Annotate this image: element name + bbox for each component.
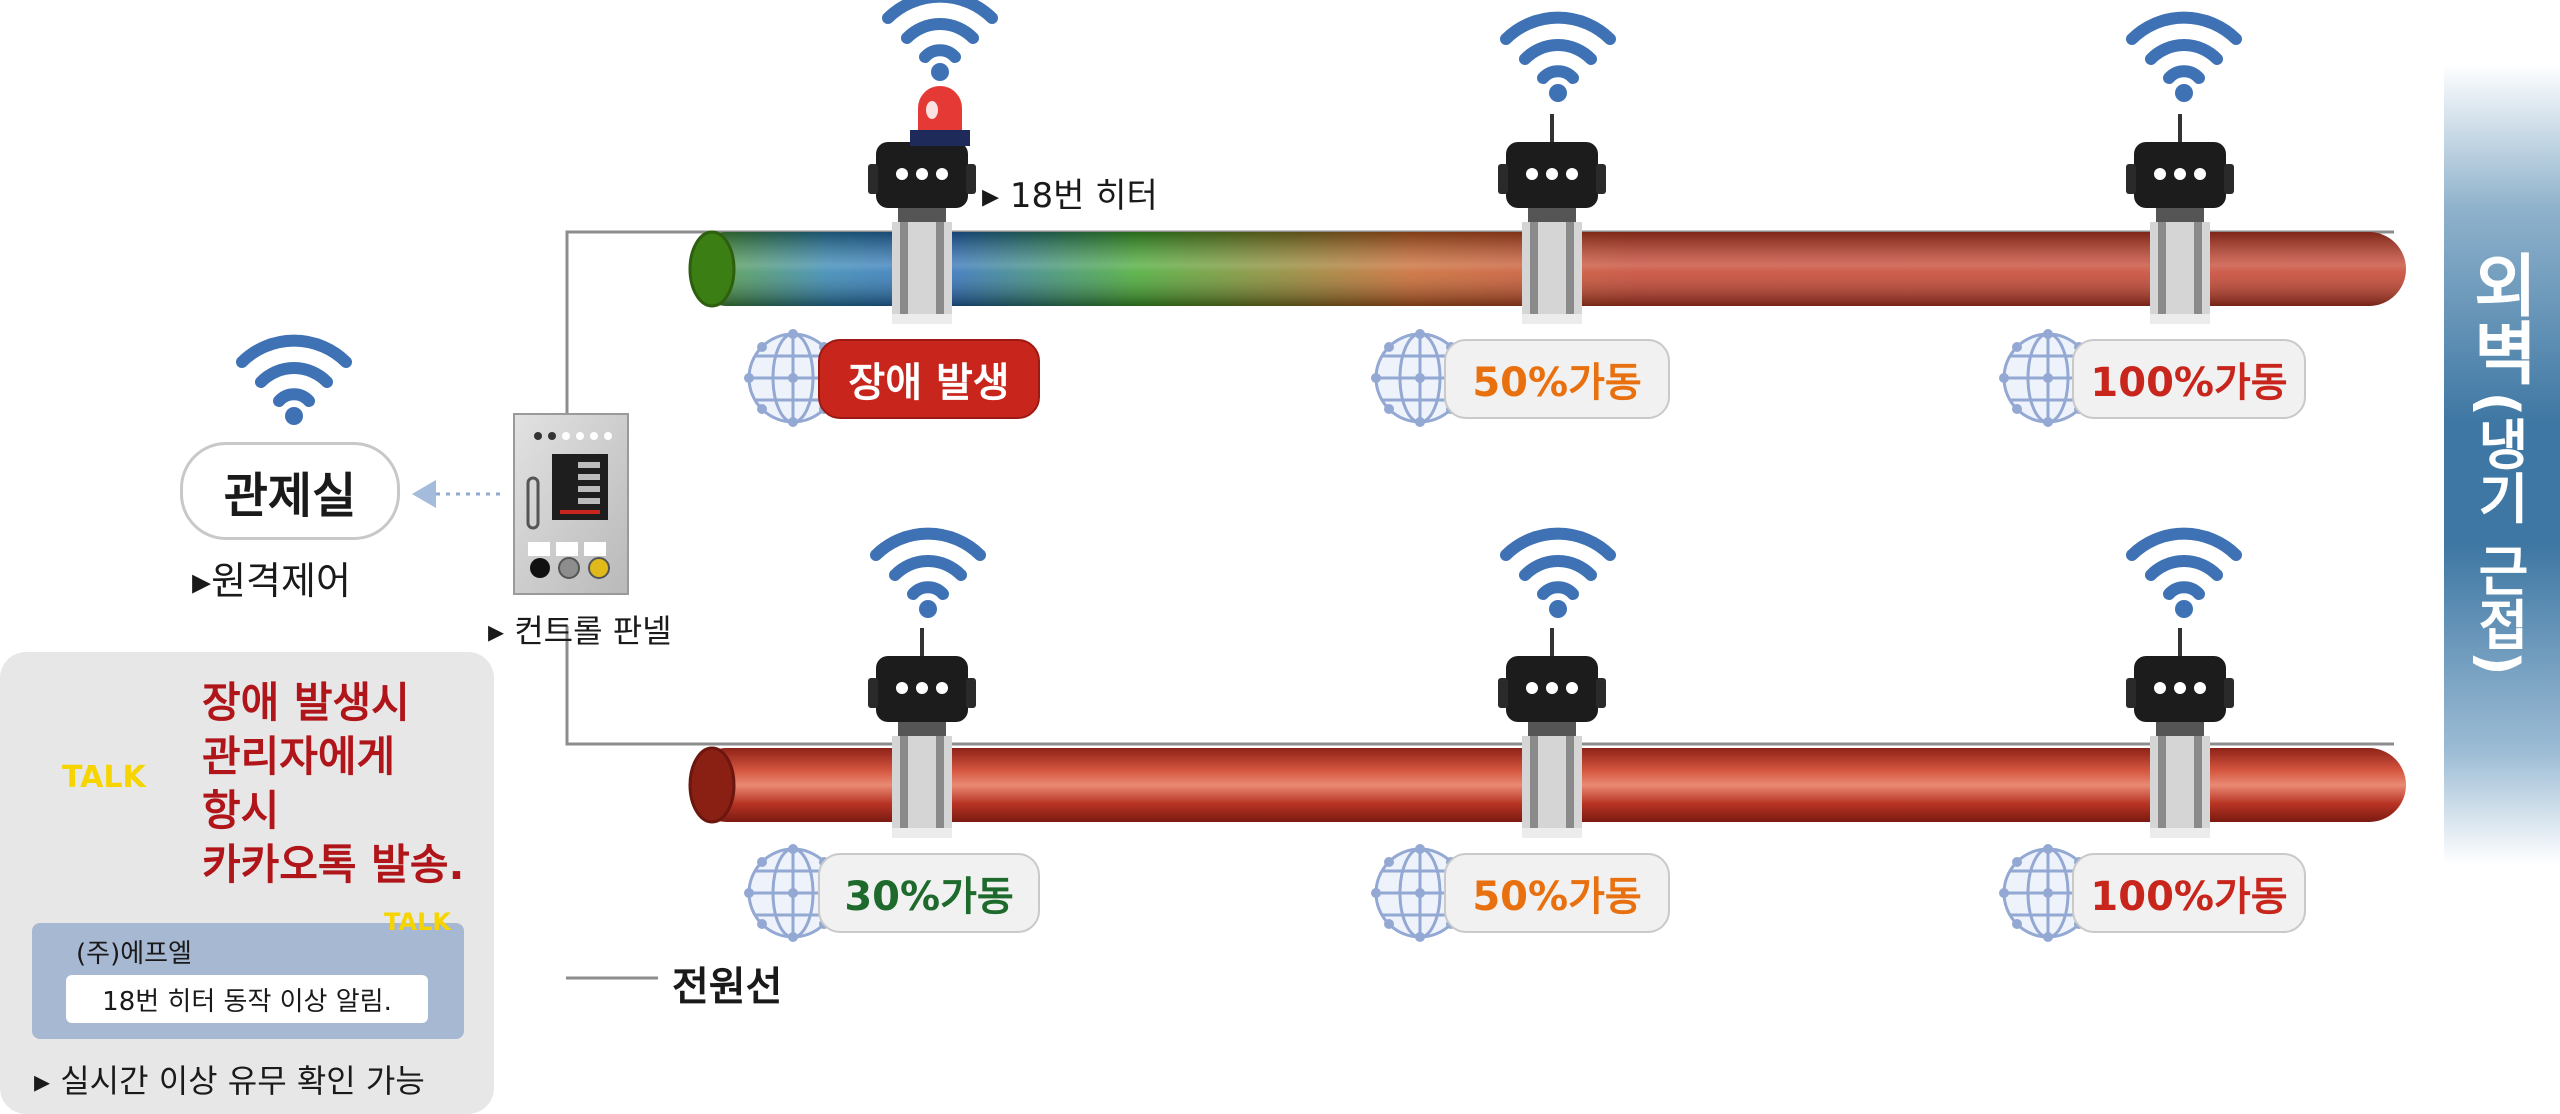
outer-wall-subtitle: (냉기 근접) [2467, 391, 2530, 676]
remote-control-caption: ▸원격제어 [192, 559, 351, 603]
talk-badge: TALK [62, 760, 146, 795]
alert-title: 장애 발생시 관리자에게 항시 카카오톡 발송. [202, 676, 464, 892]
alert-title-line: 장애 발생시 [202, 678, 410, 727]
talk-badge: TALK [384, 908, 451, 936]
status-badge: 100%가동 [2072, 339, 2306, 419]
alarm-light-icon [910, 86, 970, 146]
wifi-icon [242, 341, 346, 425]
wifi-icon [876, 534, 980, 618]
outer-wall-title: 외벽 [2459, 250, 2538, 386]
alert-title-line: 카카오톡 발송. [202, 840, 465, 889]
status-badge: 30%가동 [818, 853, 1040, 933]
wifi-icon [1506, 18, 1610, 102]
power-line-label: 전원선 [672, 964, 783, 1010]
status-badge: 50%가동 [1444, 339, 1670, 419]
heater-18-label: ▸ 18번 히터 [982, 176, 1158, 216]
control-panel [513, 413, 629, 595]
control-panel-caption: ▸ 컨트롤 판넬 [488, 612, 672, 650]
status-badge: 장애 발생 [818, 339, 1040, 419]
alert-title-line: 항시 [202, 786, 280, 835]
control-room-label: 관제실 [180, 442, 400, 540]
alert-title-line: 관리자에게 [202, 732, 396, 781]
realtime-check-caption: ▸ 실시간 이상 유무 확인 가능 [34, 1062, 425, 1100]
status-badge: 50%가동 [1444, 853, 1670, 933]
remote-control-link [412, 480, 500, 508]
outer-wall-label: 외벽 (냉기 근접) [2458, 250, 2548, 676]
message-sender: (주)에프엘 [76, 939, 192, 969]
power-line [565, 230, 2394, 746]
wifi-icon [888, 0, 992, 81]
status-badge: 100%가동 [2072, 853, 2306, 933]
wifi-icon [2132, 18, 2236, 102]
kakao-message-card: (주)에프엘 18번 히터 동작 이상 알림. [32, 923, 464, 1039]
wifi-icon [2132, 534, 2236, 618]
outer-wall-band [2444, 64, 2560, 864]
wifi-icon [1506, 534, 1610, 618]
message-body: 18번 히터 동작 이상 알림. [66, 975, 428, 1023]
